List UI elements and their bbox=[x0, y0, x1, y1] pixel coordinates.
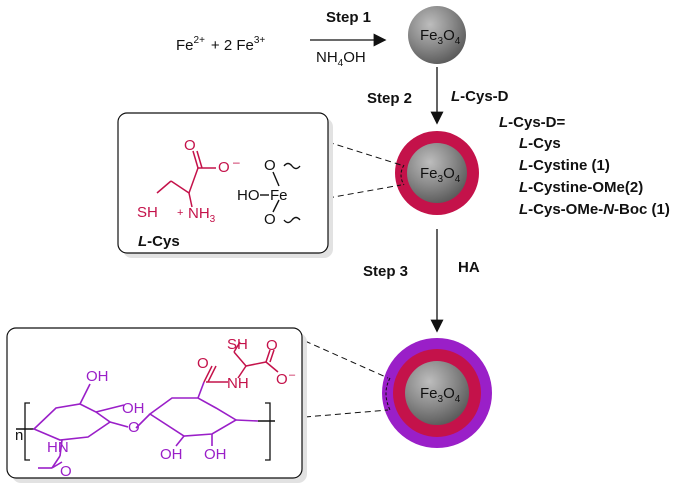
cys-acid-o: O bbox=[266, 337, 278, 354]
cys-carboxylate-o: O bbox=[218, 159, 230, 176]
reactants: Fe2+ + 2 Fe3+ bbox=[176, 35, 265, 54]
ha-structure-box: n OH OH OH OH HN O O bbox=[6, 327, 307, 483]
step3-arrow-group: Step 3 HA bbox=[363, 229, 480, 333]
core-label-2: Fe3O4 bbox=[420, 165, 461, 185]
cys-carbonyl-o: O bbox=[184, 137, 196, 154]
surface-fe-bonds bbox=[260, 162, 301, 224]
cys-caption: L-Cys bbox=[138, 233, 180, 250]
surface-o-bottom: O bbox=[264, 211, 276, 228]
ha-acetamido-nh: HN bbox=[47, 439, 69, 456]
step2-label: Step 2 bbox=[367, 90, 412, 107]
step3-reagent: HA bbox=[458, 259, 480, 276]
svg-text:Fe2++ 2 Fe3+: Fe2+ + 2 Fe3+ bbox=[176, 35, 265, 54]
surface-fe: Fe bbox=[270, 187, 288, 204]
ha-coated-particle: Fe3O4 bbox=[382, 338, 492, 448]
box-frame bbox=[6, 327, 303, 479]
core-sphere bbox=[405, 361, 469, 425]
repeat-bracket-left bbox=[24, 402, 30, 461]
zoom-line-top bbox=[304, 340, 389, 379]
core-label-3: Fe3O4 bbox=[420, 385, 461, 405]
definition-item: L-Cys bbox=[519, 135, 561, 152]
ha-oh-1: OH bbox=[86, 368, 109, 385]
fe3-term: + 2 Fe bbox=[211, 37, 254, 54]
cys-ammonium: NH3 bbox=[188, 205, 216, 225]
cys-thiol-2: SH bbox=[227, 336, 248, 353]
cys-positive-charge: + bbox=[177, 207, 183, 219]
cys-acid-o-minus: O bbox=[276, 371, 288, 388]
cys-negative-charge: – bbox=[233, 155, 240, 169]
step2-reagent: L-Cys-D bbox=[451, 88, 509, 105]
cys-bonds bbox=[156, 150, 216, 208]
definition-item: L-Cys-OMe-N-Boc (1) bbox=[519, 201, 670, 218]
fe3-charge: 3+ bbox=[254, 35, 266, 46]
fe2-charge: 2+ bbox=[194, 35, 206, 46]
cys-d-definition: L-Cys-D= L-Cys L-Cystine (1) L-Cystine-O… bbox=[499, 114, 670, 218]
cys-coated-particle: Fe3O4 bbox=[395, 131, 479, 215]
repeat-bracket-right bbox=[265, 402, 271, 461]
box-frame bbox=[117, 112, 329, 254]
definition-item: L-Cystine (1) bbox=[519, 157, 610, 174]
zoom-line-bottom bbox=[327, 184, 402, 199]
step3-label: Step 3 bbox=[363, 263, 408, 280]
definition-title: L-Cys-D= bbox=[499, 114, 566, 131]
core-label-1: Fe3O4 bbox=[420, 27, 461, 47]
ha-oh-3: OH bbox=[160, 446, 183, 463]
cys-amide-bonds bbox=[203, 341, 279, 383]
zoom-bracket bbox=[400, 164, 405, 186]
repeat-n: n bbox=[15, 427, 23, 444]
cys-acid-charge: – bbox=[289, 369, 296, 381]
step1-reagent: NH4OH bbox=[316, 49, 366, 69]
bare-fe3o4-particle: Fe3O4 bbox=[408, 6, 466, 64]
core-sphere bbox=[407, 143, 467, 203]
cys-thiol: SH bbox=[137, 204, 158, 221]
fe2-symbol: Fe bbox=[176, 37, 194, 54]
surface-hydroxyl: HO bbox=[237, 187, 260, 204]
ha-oh-2: OH bbox=[122, 400, 145, 417]
ha-backbone bbox=[32, 381, 259, 469]
ha-amide-o: O bbox=[197, 355, 209, 372]
step1-arrow-group: Step 1 NH4OH bbox=[310, 9, 387, 69]
cys-structure-box: O O – SH + NH3 O Fe HO O L-Cys bbox=[117, 112, 333, 258]
step2-arrow-group: Step 2 L-Cys-D bbox=[367, 67, 509, 125]
ha-oh-4: OH bbox=[204, 446, 227, 463]
definition-item: L-Cystine-OMe(2) bbox=[519, 179, 643, 196]
core-sphere bbox=[408, 6, 466, 64]
surface-o-top: O bbox=[264, 157, 276, 174]
cys-amide-nh: NH bbox=[227, 375, 249, 392]
ha-glycosidic-o: O bbox=[128, 419, 140, 436]
ha-acetyl-o: O bbox=[60, 463, 72, 480]
zoom-line-top bbox=[327, 141, 402, 166]
zoom-line-bottom bbox=[304, 409, 389, 418]
step1-label: Step 1 bbox=[326, 9, 371, 26]
zoom-bracket bbox=[385, 377, 391, 411]
